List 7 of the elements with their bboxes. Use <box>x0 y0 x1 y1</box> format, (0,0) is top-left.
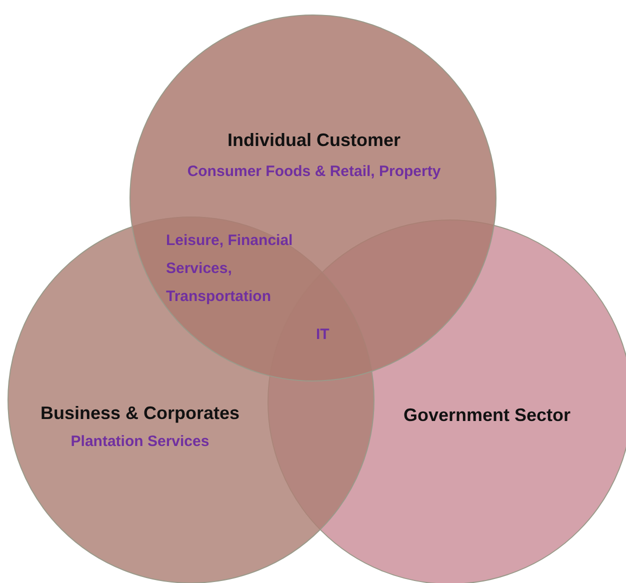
circle-title: Individual Customer <box>226 130 402 151</box>
overlap-label: Leisure, Financial Services, Transportation <box>166 231 294 307</box>
circle-subtitle: Plantation Services <box>70 432 210 452</box>
circle-subtitle: Consumer Foods & Retail, Property <box>186 162 442 182</box>
circle-title: Government Sector <box>402 405 572 426</box>
circle-title: Business & Corporates <box>39 403 241 424</box>
overlap-label: IT <box>316 325 330 345</box>
